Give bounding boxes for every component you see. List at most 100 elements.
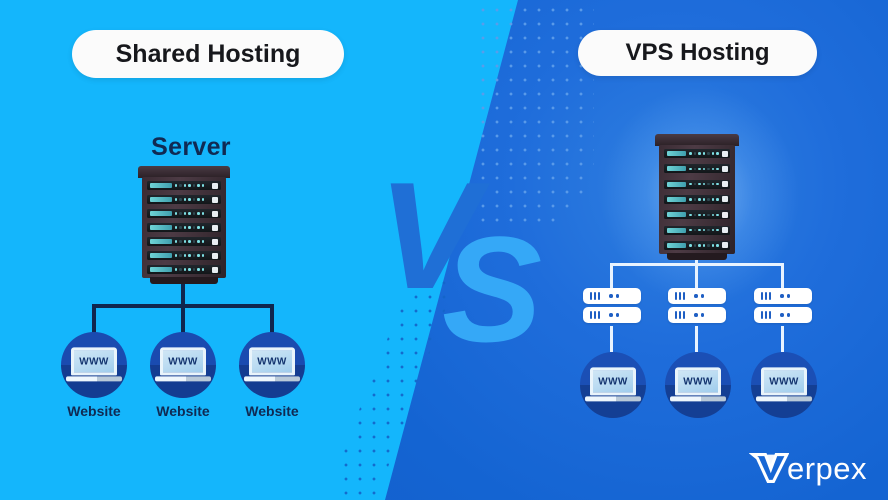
slot-led-group [689,152,719,155]
slot-led-icon [702,198,706,201]
slot-led-icon [698,198,701,201]
slot-led-icon [179,240,182,243]
client-node[interactable]: WWW [749,352,819,418]
slot-end-cap [721,181,728,188]
slot-led-icon [179,268,182,271]
vps-node-icon[interactable] [583,288,641,326]
slot-status-bar [667,196,687,202]
slot-led-icon [702,182,706,186]
vps-node-icon[interactable] [754,288,812,326]
slot-end-cap [721,165,728,172]
slot-led-icon [711,198,715,201]
slot-led-icon [183,212,187,215]
slot-led-icon [716,167,719,171]
website-circle: WWW [61,332,127,398]
slot-led-icon [702,152,706,155]
laptop-screen: WWW [71,347,117,376]
slot-led-icon [689,182,692,186]
vps-hosting-label[interactable]: VPS Hosting [578,30,817,76]
dot-pattern-top-icon [474,0,594,230]
slot-led-icon [716,152,719,155]
slot-end-cap [721,242,728,249]
connector-branch-right-1 [610,263,613,288]
connector-stem-right-3 [781,326,784,352]
slot-led-icon [192,268,196,271]
vps-unit-dots-icon [694,294,704,298]
rack-slot [147,181,221,190]
slot-led-icon [707,198,710,201]
website-circle: WWW [150,332,216,398]
slot-led-icon [693,228,697,232]
slot-led-icon [711,213,715,217]
rack-slot [664,194,730,204]
slot-led-icon [702,167,706,171]
slot-led-icon [689,167,692,171]
slot-led-icon [201,198,205,201]
slot-led-icon [707,244,710,247]
laptop-www-icon: WWW [585,367,641,402]
slot-led-icon [707,213,710,217]
slot-led-icon [179,226,182,229]
slot-led-icon [711,152,715,155]
shared-hosting-label[interactable]: Shared Hosting [72,30,344,78]
versus-letter-v: V [378,151,479,321]
slot-led-icon [179,212,182,215]
vps-unit-bars-icon [761,292,771,300]
vps-node-icon[interactable] [668,288,726,326]
rack-slot [664,210,730,220]
slot-led-icon [698,244,701,247]
laptop-www-icon: WWW [244,347,300,382]
slot-led-group [689,182,719,186]
verpex-logo[interactable]: erpex [748,450,870,486]
slot-led-icon [197,254,200,257]
slot-led-icon [188,240,191,243]
laptop-screen-text: WWW [257,355,287,367]
connector-branch-right-3 [781,263,784,288]
slot-status-bar [150,267,172,272]
slot-led-icon [197,268,200,271]
laptop-screen-text: WWW [683,375,713,387]
slot-led-icon [716,182,719,186]
client-node[interactable]: WWW [663,352,733,418]
slot-led-icon [174,226,178,229]
slot-led-icon [689,228,692,232]
slot-led-icon [174,198,178,201]
laptop-www-icon: WWW [756,367,812,402]
connector-trunk-left [181,284,185,306]
slot-led-group [174,240,209,243]
slot-led-group [174,226,209,229]
rack-foot [667,253,727,260]
versus-badge: V S [378,151,542,364]
slot-led-icon [192,254,196,257]
slot-status-bar [667,227,687,233]
client-circle: WWW [580,352,646,418]
rack-slot [147,223,221,232]
slot-end-cap [212,266,218,273]
slot-led-icon [693,244,697,247]
slot-status-bar [667,181,687,187]
laptop-screen: WWW [675,367,721,396]
rack-slots-container [142,177,226,278]
slot-led-icon [183,184,187,187]
slot-led-icon [188,226,191,229]
verpex-v-mark-icon [748,451,790,485]
slot-led-icon [179,254,182,257]
slot-led-icon [179,184,182,187]
rack-top [138,166,230,178]
slot-end-cap [212,182,218,189]
slot-status-bar [150,211,172,216]
vps-unit-dots-icon [609,294,619,298]
client-node[interactable]: WWW [578,352,648,418]
slot-led-icon [188,198,191,201]
slot-led-icon [689,244,692,247]
slot-led-icon [689,152,692,155]
laptop-base [244,376,300,382]
connector-branch-right-2 [695,263,698,288]
slot-led-icon [201,240,205,243]
slot-led-icon [183,198,187,201]
slot-led-group [689,198,719,201]
